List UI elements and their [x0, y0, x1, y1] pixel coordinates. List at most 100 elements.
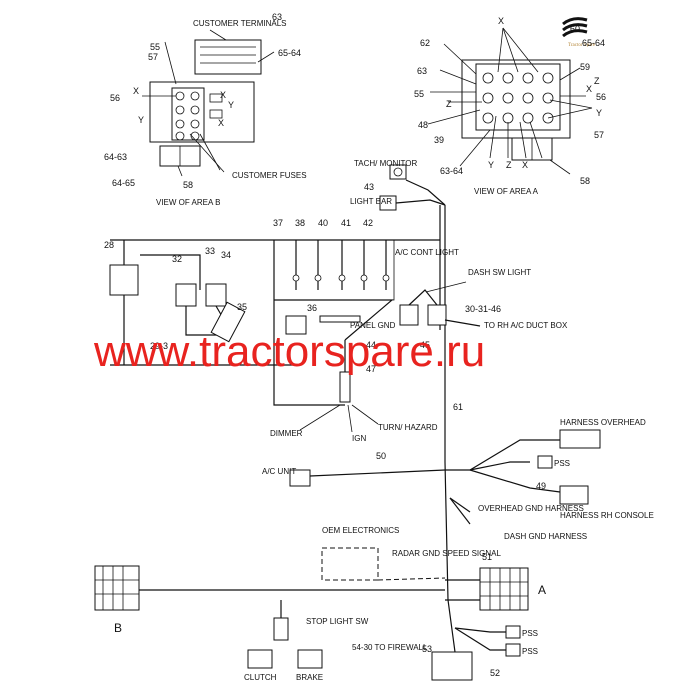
dash-sw-light-label: DASH SW LIGHT	[468, 268, 531, 277]
panel-gnd-label: PANEL GND	[350, 321, 396, 330]
num-61: 61	[453, 402, 463, 412]
area-b-num-65-64: 65-64	[278, 48, 301, 58]
num-51: 51	[482, 552, 492, 562]
oem-electronics-box	[321, 547, 379, 581]
num-38: 38	[295, 218, 305, 228]
num-30-31-46: 30-31-46	[465, 304, 501, 314]
num-44: 44	[366, 340, 376, 350]
dash-gnd-harness-label: DASH GND HARNESS	[504, 532, 587, 541]
area-a-num-58: 58	[580, 176, 590, 186]
component-34	[205, 283, 227, 307]
harness-rh-console-label: HARNESS RH CONSOLE	[560, 511, 654, 520]
panel-gnd-bar	[319, 315, 361, 323]
area-b-num-63: 63	[272, 12, 282, 22]
area-a-connector	[479, 567, 529, 611]
turn-hazard-label: TURN/ HAZARD	[378, 423, 438, 432]
area-a-view: Tractor Spare X 60 65-64 62 63 59 Z 55 5…	[414, 16, 606, 196]
to-rh-ac-duct-box: TO RH A/C DUCT BOX	[484, 321, 568, 330]
area-a-y-right: Y	[596, 108, 602, 118]
num-29-3: 29-3	[150, 341, 168, 351]
pss-3-label: PSS	[522, 647, 538, 656]
harness-overhead-label: HARNESS OVERHEAD	[560, 418, 646, 427]
customer-terminal-block	[194, 39, 262, 75]
logo-text: Tractor Spare	[568, 43, 596, 48]
area-b-customer-terminals: CUSTOMER TERMINALS	[193, 19, 287, 28]
area-a-num-62: 62	[420, 38, 430, 48]
radar-gnd-speed-label: RADAR GND SPEED SIGNAL	[392, 549, 501, 558]
num-40: 40	[318, 218, 328, 228]
area-b-customer-fuses: CUSTOMER FUSES	[232, 171, 307, 180]
component-35	[210, 301, 246, 343]
area-a-caption: VIEW OF AREA A	[474, 187, 539, 196]
tractor-spare-logo: Tractor Spare	[562, 17, 596, 48]
area-b-y1: Y	[228, 100, 234, 110]
area-b-connector	[94, 565, 140, 611]
main-harness: TACH/ MONITOR 43 LIGHT BAR 61 28 32 33 3…	[94, 159, 654, 682]
area-a-fuse-block	[475, 63, 561, 131]
ign-label: IGN	[352, 434, 366, 443]
stop-light-switch	[273, 617, 289, 641]
area-a-marker: A	[538, 583, 546, 597]
area-b-num-58: 58	[183, 180, 193, 190]
area-a-x-bot: X	[522, 160, 528, 170]
pss-1-label: PSS	[554, 459, 570, 468]
area-b-y2: Y	[138, 115, 144, 125]
ac-unit-box	[289, 469, 311, 487]
pss-1-box	[537, 455, 553, 469]
num-45: 45	[420, 340, 430, 350]
pss-2-box	[505, 625, 521, 639]
area-b-marker: B	[114, 621, 122, 635]
dash-sw-light-right	[427, 304, 447, 326]
area-a-num-57: 57	[594, 130, 604, 140]
light-bar-label: LIGHT BAR	[350, 197, 392, 206]
area-a-num-39: 39	[434, 135, 444, 145]
area-a-num-60: 60	[570, 24, 580, 34]
component-53	[431, 651, 473, 681]
num-32: 32	[172, 254, 182, 264]
num-34: 34	[221, 250, 231, 260]
num-36: 36	[307, 303, 317, 313]
area-a-num-56: 56	[596, 92, 606, 102]
tach-monitor-label: TACH/ MONITOR	[354, 159, 417, 168]
area-a-num-55: 55	[414, 89, 424, 99]
pss-3-box	[505, 643, 521, 657]
ac-unit-label: A/C UNIT	[262, 467, 296, 476]
area-b-num-55: 55	[150, 42, 160, 52]
num-42: 42	[363, 218, 373, 228]
harness-rh-console-box	[559, 485, 589, 505]
clutch-label: CLUTCH	[244, 673, 277, 682]
num-49: 49	[536, 481, 546, 491]
num-41: 41	[341, 218, 351, 228]
area-a-z1: Z	[594, 76, 600, 86]
area-b-x1: X	[133, 86, 139, 96]
area-b-caption: VIEW OF AREA B	[156, 198, 220, 207]
num-43: 43	[364, 182, 374, 192]
brake-label: BRAKE	[296, 673, 323, 682]
area-b-num-56: 56	[110, 93, 120, 103]
area-a-num-48: 48	[418, 120, 428, 130]
overhead-gnd-harness-label: OVERHEAD GND HARNESS	[478, 504, 584, 513]
area-b-x2: X	[220, 90, 226, 100]
area-a-num-63: 63	[417, 66, 427, 76]
tach-monitor-box	[389, 164, 407, 180]
stop-light-sw-label: STOP LIGHT SW	[306, 617, 369, 626]
switch-bank-frame	[273, 239, 395, 301]
area-a-z-bot: Z	[506, 160, 512, 170]
harness-overhead-box	[559, 429, 601, 449]
area-b-view: CUSTOMER TERMINALS 63 65-64 57 55 56 X X…	[104, 12, 307, 207]
to-firewall-label: 54-30 TO FIREWALL	[352, 643, 428, 652]
clutch-box	[247, 649, 273, 669]
component-28	[109, 264, 139, 296]
area-a-x-right: X	[586, 84, 592, 94]
brake-box	[297, 649, 323, 669]
watermark-text: www.tractorspare.ru	[93, 327, 485, 376]
pss-2-label: PSS	[522, 629, 538, 638]
area-a-z2: Z	[446, 99, 452, 109]
area-b-num-57: 57	[148, 52, 158, 62]
component-36	[285, 315, 307, 335]
component-32	[175, 283, 197, 307]
area-b-x3: X	[218, 118, 224, 128]
num-52: 52	[490, 668, 500, 678]
area-b-num-64-63: 64-63	[104, 152, 127, 162]
